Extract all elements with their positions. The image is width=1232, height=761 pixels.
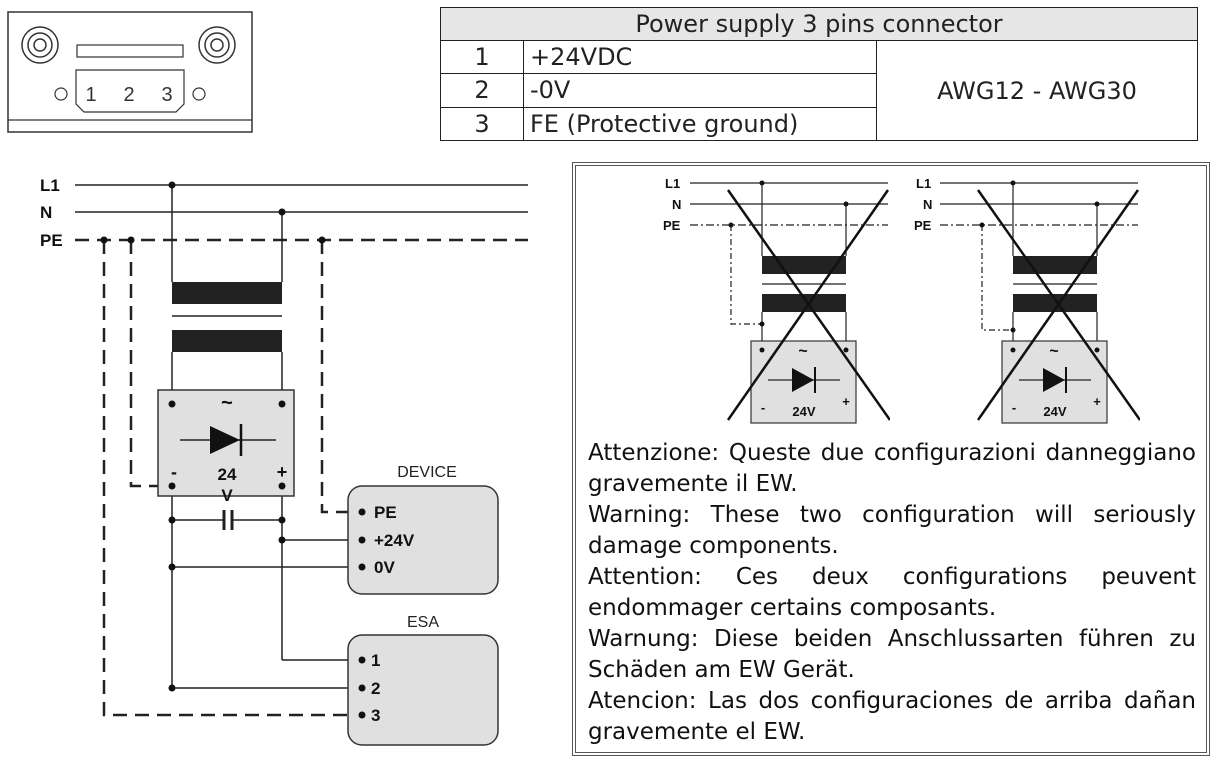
supply-plus-label: + <box>842 394 850 409</box>
diode-icon <box>210 426 240 454</box>
warning-italian: Attenzione: Queste due configurazioni da… <box>588 438 1196 500</box>
supply-ac-symbol: ~ <box>798 343 807 360</box>
warning-body: Las dos configuraciones de arriba dañan … <box>588 688 1196 745</box>
mount-hole-right-icon <box>192 87 206 101</box>
warning-lead: Attention: <box>588 564 702 590</box>
warning-lead: Warning: <box>588 502 691 528</box>
supply-plus-label: + <box>277 462 288 482</box>
warning-body: Diese beiden Anschlussarten führen zu Sc… <box>588 626 1196 683</box>
supply-minus-label: - <box>1012 400 1016 415</box>
esa-title: ESA <box>407 614 439 631</box>
supply-ac-symbol: ~ <box>221 392 233 414</box>
warning-body: Ces deux configurations peuvent endommag… <box>588 564 1196 621</box>
esa-pin-label: 2 <box>371 679 380 698</box>
pin-number: 1 <box>440 39 524 75</box>
wrong-configuration-2: L1 N PE ~ - + 24V <box>914 176 1140 424</box>
table-row: 2 -0V <box>440 73 1198 108</box>
line-label-pe: PE <box>914 218 932 233</box>
line-label-n: N <box>40 203 52 222</box>
supply-minus-label: - <box>761 400 765 415</box>
warning-english: Warning: These two configuration will se… <box>588 500 1196 562</box>
esa-pin-label: 3 <box>371 706 380 725</box>
warning-lead: Attenzione: <box>588 440 720 466</box>
table-row: 3 FE (Protective ground) <box>440 106 1198 142</box>
line-label-pe: PE <box>40 231 63 250</box>
supply-ac-symbol: ~ <box>1049 343 1058 360</box>
warning-lead: Warnung: <box>588 626 699 652</box>
supply-minus-label: - <box>171 462 177 482</box>
line-label-n: N <box>672 197 681 212</box>
line-label-l1: L1 <box>665 176 680 191</box>
connector-illustration: 1 2 3 <box>7 11 253 133</box>
warning-lead: Atencion: <box>588 688 697 714</box>
device-title: DEVICE <box>397 464 457 481</box>
warning-panel <box>572 162 1210 756</box>
esa-box <box>347 634 499 746</box>
warning-spanish: Atencion: Las dos configuraciones de arr… <box>588 686 1196 748</box>
power-supply-table: Power supply 3 pins connector 1 +24VDC A… <box>440 7 1198 142</box>
pin-number: 2 <box>440 73 524 108</box>
line-label-l1: L1 <box>40 176 60 195</box>
pin-description: -0V <box>523 73 877 108</box>
table-title: Power supply 3 pins connector <box>440 7 1198 41</box>
line-label-l1: L1 <box>916 176 931 191</box>
warning-french: Attention: Ces deux configurations peuve… <box>588 562 1196 624</box>
device-pin-label: +24V <box>374 531 415 550</box>
pin-description: +24VDC <box>523 39 877 75</box>
connector-pin-label: 3 <box>161 84 172 106</box>
supply-voltage-label: 24V <box>1043 404 1066 419</box>
warning-body: These two configuration will seriously d… <box>588 502 1196 559</box>
mount-hole-left-icon <box>54 87 68 101</box>
wrong-configuration-1: L1 N PE ~ - + 24V <box>663 176 890 424</box>
screw-right-icon <box>198 26 236 64</box>
device-pin-label: 0V <box>374 558 395 577</box>
supply-voltage-unit: V <box>221 486 233 505</box>
warning-body: Queste due configurazioni danneggiano gr… <box>588 440 1196 497</box>
supply-plus-label: + <box>1093 394 1101 409</box>
connector-pin-label: 2 <box>123 84 134 106</box>
pin-description: FE (Protective ground) <box>523 106 877 142</box>
supply-voltage-label: 24 <box>218 465 237 484</box>
table-row: 1 +24VDC AWG12 - AWG30 <box>440 39 1198 141</box>
device-box <box>347 485 499 595</box>
warning-text: Attenzione: Queste due configurazioni da… <box>588 438 1196 748</box>
supply-voltage-label: 24V <box>792 404 815 419</box>
screw-left-icon <box>21 26 59 64</box>
transformer-primary <box>172 282 282 304</box>
device-pin-label: PE <box>374 503 397 522</box>
transformer-secondary <box>172 330 282 352</box>
connector-pin-label: 1 <box>85 84 96 106</box>
warning-german: Warnung: Diese beiden Anschlussarten füh… <box>588 624 1196 686</box>
wire-gauge: AWG12 - AWG30 <box>876 40 1198 141</box>
line-label-pe: PE <box>663 218 681 233</box>
wiring-schematic: L1 N PE ~ - + 24 V PE +24V 0V 1 2 3 DEVI… <box>40 176 528 746</box>
pin-number: 3 <box>440 106 524 142</box>
esa-pin-label: 1 <box>371 651 380 670</box>
line-label-n: N <box>923 197 932 212</box>
